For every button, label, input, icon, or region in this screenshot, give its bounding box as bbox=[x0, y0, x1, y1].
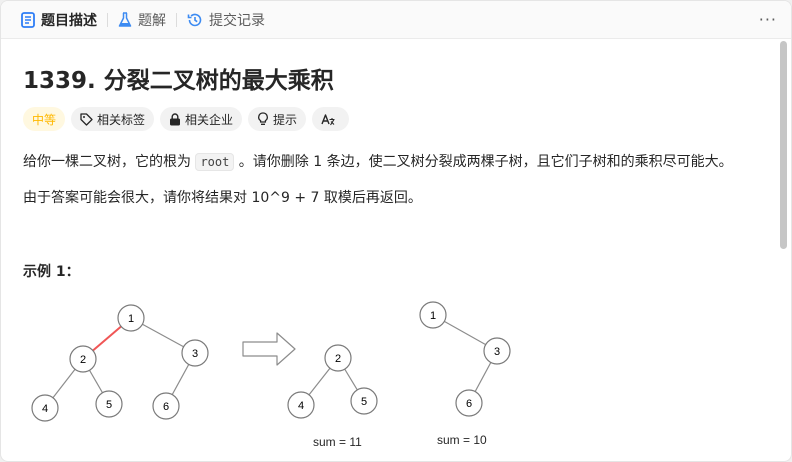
tree-node: 4 bbox=[287, 391, 315, 419]
example-diagram: 1 2 3 4 5 6 2 4 5 1 3 6 sum = 11 sum = 1… bbox=[31, 301, 511, 449]
tree-node: 6 bbox=[455, 389, 483, 417]
tree-node: 1 bbox=[419, 301, 447, 329]
node-label: 5 bbox=[106, 399, 112, 411]
description-icon bbox=[21, 11, 35, 28]
problem-description: 给你一棵二叉树，它的根为 root 。请你删除 1 条边，使二叉树分裂成两棵子树… bbox=[23, 151, 733, 171]
tree-node: 5 bbox=[95, 390, 123, 418]
tag-icon bbox=[80, 112, 93, 126]
tab-label: 提交记录 bbox=[209, 12, 265, 29]
tree-node: 2 bbox=[324, 344, 352, 372]
tab-divider bbox=[107, 12, 108, 27]
description-text: 给你一棵二叉树，它的根为 bbox=[23, 154, 196, 170]
lightbulb-icon bbox=[258, 112, 268, 125]
translate-icon bbox=[321, 113, 335, 125]
node-label: 4 bbox=[42, 403, 48, 415]
tree-node: 4 bbox=[31, 394, 59, 422]
flask-icon bbox=[118, 11, 132, 27]
scrollbar-thumb[interactable] bbox=[780, 41, 787, 249]
tree-node: 3 bbox=[483, 337, 511, 365]
tab-label: 题目描述 bbox=[41, 12, 97, 29]
node-label: 1 bbox=[128, 313, 134, 325]
node-label: 2 bbox=[80, 354, 86, 366]
tag-label: 提示 bbox=[273, 112, 298, 127]
lock-icon bbox=[170, 112, 181, 125]
tab-divider bbox=[176, 12, 177, 27]
difficulty-badge[interactable]: 中等 bbox=[23, 107, 66, 131]
node-label: 4 bbox=[298, 400, 304, 412]
tab-description[interactable]: 题目描述 bbox=[13, 1, 105, 39]
node-label: 1 bbox=[430, 310, 436, 322]
tab-bar: 题目描述 题解 提交记录 ··· bbox=[1, 1, 791, 39]
tag-label: 相关企业 bbox=[185, 112, 234, 127]
node-label: 3 bbox=[494, 346, 500, 358]
hints-button[interactable]: 提示 bbox=[248, 107, 307, 131]
arrow-icon bbox=[242, 332, 296, 366]
tree-node: 6 bbox=[152, 392, 180, 420]
tab-solutions[interactable]: 题解 bbox=[110, 1, 174, 39]
tag-label: 相关标签 bbox=[97, 112, 146, 127]
related-tags-button[interactable]: 相关标签 bbox=[71, 107, 155, 131]
history-icon bbox=[187, 13, 202, 26]
sum-label: sum = 10 bbox=[437, 433, 487, 447]
tab-label: 题解 bbox=[138, 12, 166, 29]
node-label: 6 bbox=[466, 398, 472, 410]
node-label: 2 bbox=[335, 353, 341, 365]
description-text: 。请你删除 1 条边，使二叉树分裂成两棵子树，且它们子树和的乘积尽可能大。 bbox=[234, 154, 733, 170]
tree-node: 2 bbox=[69, 345, 97, 373]
page-title: 1339. 分裂二叉树的最大乘积 bbox=[23, 68, 334, 94]
problem-modulo-note: 由于答案可能会很大，请你将结果对 10^9 + 7 取模后再返回。 bbox=[23, 190, 422, 206]
inline-code-root: root bbox=[195, 153, 235, 171]
example-title: 示例 1： bbox=[23, 264, 80, 280]
tree-node: 5 bbox=[350, 387, 378, 415]
translate-button[interactable] bbox=[312, 107, 350, 131]
sum-label: sum = 11 bbox=[313, 435, 362, 449]
tree-node: 1 bbox=[117, 304, 145, 332]
tab-submissions[interactable]: 提交记录 bbox=[179, 1, 273, 39]
tag-row: 中等 相关标签 相关企业 提示 bbox=[23, 107, 350, 131]
related-companies-button[interactable]: 相关企业 bbox=[160, 107, 243, 131]
node-label: 3 bbox=[192, 348, 198, 360]
tree-node: 3 bbox=[181, 339, 209, 367]
node-label: 6 bbox=[163, 401, 169, 413]
more-options-icon[interactable]: ··· bbox=[758, 10, 777, 29]
node-label: 5 bbox=[361, 396, 367, 408]
